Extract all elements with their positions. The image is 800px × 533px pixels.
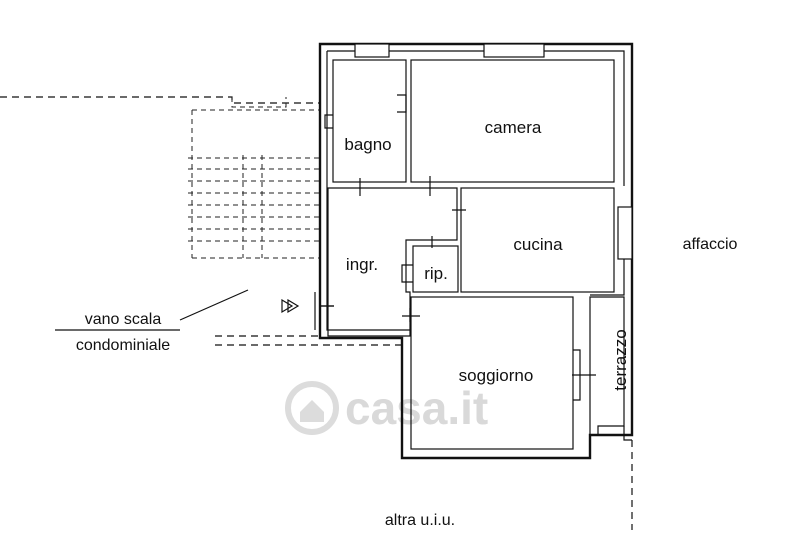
room-label-ingresso: ingr. [346, 255, 378, 274]
room-label-cucina: cucina [513, 235, 563, 254]
watermark-house-icon [300, 400, 324, 422]
label-altra-uiu: altra u.i.u. [385, 512, 455, 529]
room-label-camera: camera [485, 118, 542, 137]
room-label-terrazzo: terrazzo [611, 329, 630, 390]
label-vano-scala: vano scala [85, 311, 162, 328]
watermark: casa.it [285, 381, 488, 435]
room-label-ripostiglio: rip. [424, 264, 448, 283]
label-affaccio: affaccio [683, 236, 738, 253]
stair-area [0, 96, 402, 346]
watermark-logo-icon [285, 381, 339, 435]
room-label-bagno: bagno [344, 135, 391, 154]
rooms [320, 59, 632, 450]
label-condominiale: condominiale [76, 337, 170, 354]
outer-walls [314, 42, 634, 460]
room-label-soggiorno: soggiorno [459, 366, 534, 385]
watermark-text: casa.it [345, 382, 488, 434]
